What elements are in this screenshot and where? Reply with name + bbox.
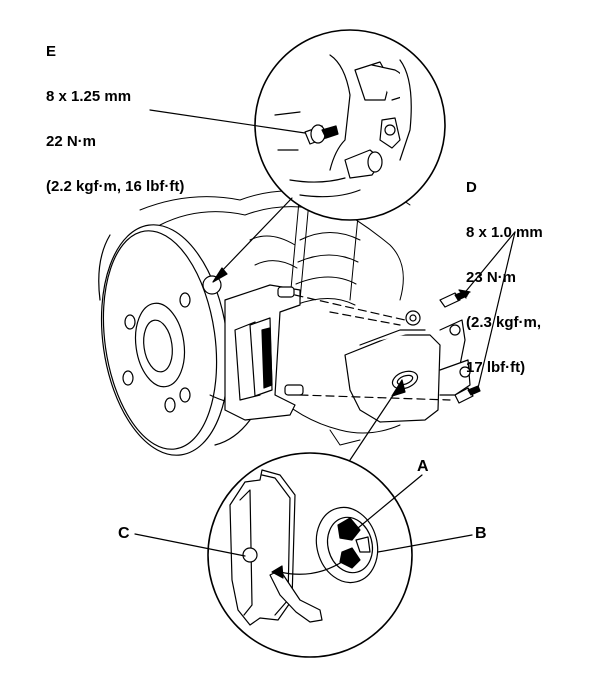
connector-top xyxy=(212,197,293,283)
spec-e-letter: E xyxy=(46,43,57,60)
leader-b xyxy=(377,534,473,553)
spec-d-torque-nm: 23 N·m xyxy=(466,269,517,286)
label-b: B xyxy=(475,525,487,542)
spec-d-torque-kgfm: (2.3 kgf·m, xyxy=(466,314,542,331)
brake-disc xyxy=(98,224,251,456)
bolts-d xyxy=(405,290,481,404)
spec-e-torque-imperial: (2.2 kgf·m, 16 lbf·ft) xyxy=(46,178,185,195)
label-a: A xyxy=(417,458,429,475)
pointer-arrow xyxy=(279,559,346,575)
spec-d-thread: 8 x 1.0 mm xyxy=(466,224,543,241)
detail-circle-top xyxy=(254,29,446,221)
torque-spec-e: E 8 x 1.25 mm 22 N·m (2.2 kgf·m, 16 lbf·… xyxy=(46,14,184,209)
spec-d-torque-lbfft: 17 lbf·ft) xyxy=(466,359,526,376)
leader-c xyxy=(134,533,246,557)
leader-a xyxy=(357,474,423,529)
detail-circle-bottom xyxy=(207,452,413,658)
torque-spec-d: D 8 x 1.0 mm 23 N·m (2.3 kgf·m, 17 lbf·f… xyxy=(466,150,543,390)
spec-e-torque-nm: 22 N·m xyxy=(46,133,97,150)
leader-e xyxy=(149,109,306,134)
spec-e-thread: 8 x 1.25 mm xyxy=(46,88,132,105)
alignment-lines xyxy=(294,294,451,401)
label-c: C xyxy=(118,525,130,542)
caliper-body xyxy=(344,319,471,423)
connector-bottom xyxy=(349,379,406,461)
spec-d-letter: D xyxy=(466,179,477,196)
caliper-bracket xyxy=(224,284,304,421)
leader-d xyxy=(458,231,516,389)
